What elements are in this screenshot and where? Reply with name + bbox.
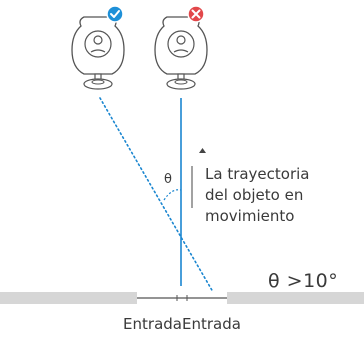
floor-right bbox=[227, 292, 364, 304]
up-arrow-icon bbox=[199, 148, 206, 153]
right-camera-base-inner bbox=[174, 79, 188, 85]
left-camera-base-inner bbox=[91, 79, 105, 85]
cross-mark-icon bbox=[191, 9, 201, 19]
right-camera-body bbox=[154, 16, 208, 75]
left-camera-body bbox=[71, 16, 125, 75]
check-badge-icon bbox=[106, 5, 124, 23]
diagonal-trajectory-line bbox=[99, 97, 214, 293]
trajectory-description: La trayectoria del objeto en movimiento bbox=[205, 164, 325, 227]
description-line-1: La trayectoria bbox=[205, 165, 310, 183]
right-camera-lens bbox=[176, 35, 186, 45]
right-camera-lens-detail bbox=[173, 49, 189, 53]
description-line-3: movimiento bbox=[205, 207, 295, 225]
angle-arc bbox=[163, 189, 182, 201]
left-camera-lens bbox=[93, 35, 103, 45]
description-line-2: del objeto en bbox=[205, 186, 304, 204]
floor-left bbox=[0, 292, 137, 304]
left-camera-lens-detail bbox=[90, 49, 106, 53]
left-camera bbox=[71, 5, 125, 90]
left-camera-lens-ring bbox=[84, 30, 112, 58]
right-camera bbox=[154, 5, 208, 90]
angle-symbol: θ bbox=[164, 172, 172, 187]
check-mark-icon bbox=[110, 10, 120, 18]
entrance-label: EntradaEntrada bbox=[123, 315, 241, 333]
right-camera-lens-ring bbox=[167, 30, 195, 58]
angle-condition: θ >10° bbox=[268, 270, 339, 292]
